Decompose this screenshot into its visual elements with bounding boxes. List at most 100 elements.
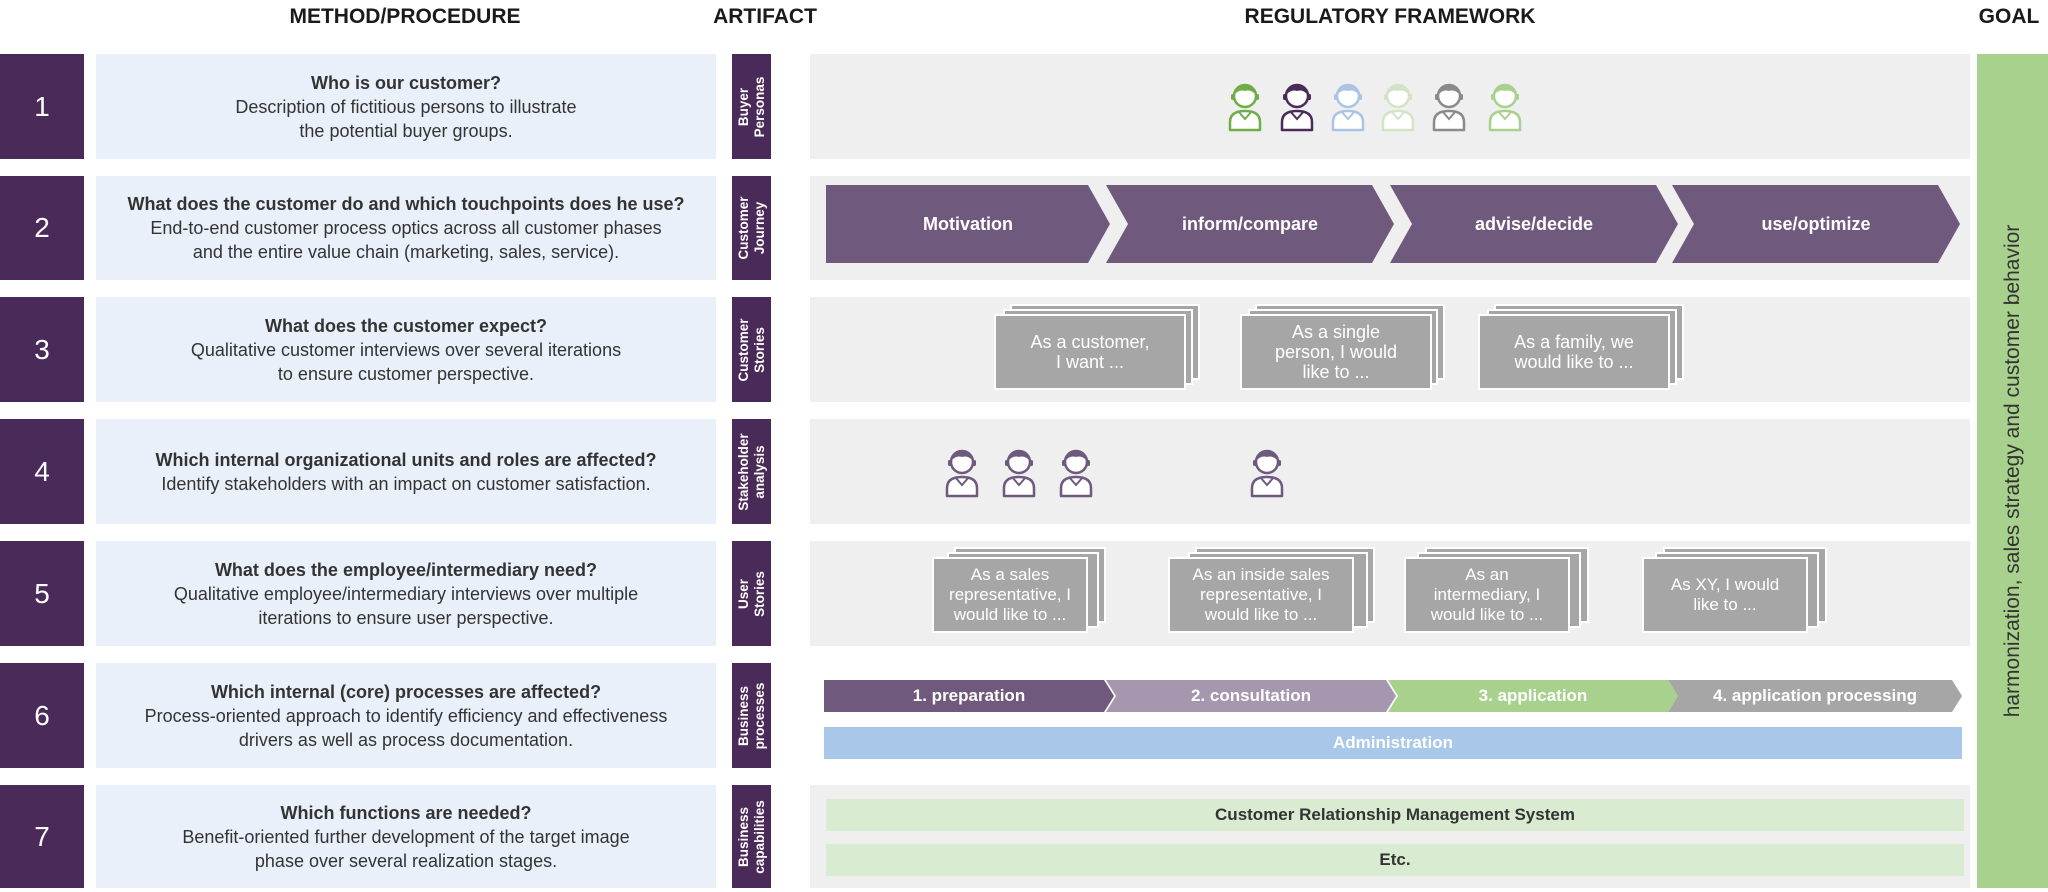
person-icon [1488, 83, 1522, 132]
person-icon [1228, 83, 1262, 132]
method-question: What does the employee/intermediary need… [214, 559, 598, 580]
method-question: Which internal (core) processes are affe… [210, 681, 602, 702]
process-step-consultation: 2. consultation [1106, 680, 1396, 712]
artifact-text: Business processes [735, 682, 767, 749]
persona-icon [1226, 80, 1264, 132]
row-number: 1 [0, 54, 84, 159]
artifact-label: User Stories [732, 541, 771, 646]
journey-phase-motivation: Motivation [826, 185, 1110, 263]
goal-text: harmonization, sales strategy and custom… [2000, 224, 2024, 718]
method-question: Which internal organizational units and … [155, 449, 657, 470]
process-step-preparation: 1. preparation [824, 680, 1114, 712]
framework-panel [810, 54, 1970, 159]
administration-bar: Administration [824, 727, 1962, 759]
process-chevron-shape [824, 680, 1114, 712]
method-question: Which functions are needed? [280, 802, 532, 823]
journey-chevron-shape [1106, 185, 1394, 263]
process-chevron-shape [1106, 680, 1396, 712]
journey-phase-use: use/optimize [1672, 185, 1960, 263]
method-cell: Which functions are needed? Benefit-orie… [96, 785, 716, 888]
framework-panel: As a sales representative, I would like … [810, 541, 1970, 646]
method-description: Description of fictitious persons to ill… [235, 96, 577, 141]
artifact-text: Business capabilities [735, 799, 767, 874]
capability-bar-crm: Customer Relationship Management System [826, 799, 1964, 831]
method-cell: What does the employee/intermediary need… [96, 541, 716, 646]
stakeholder-icon [943, 446, 981, 498]
persona-icon [1379, 80, 1417, 132]
journey-chevron-shape [1672, 185, 1960, 263]
row-number: 2 [0, 176, 84, 280]
framework-panel: 1. preparation 2. consultation 3. applic… [810, 663, 1970, 768]
method-description: Qualitative employee/intermediary interv… [173, 583, 639, 628]
framework-panel: As a customer, I want ... As a single pe… [810, 297, 1970, 402]
user-story-card: As an intermediary, I would like to ... [1404, 557, 1570, 633]
artifact-label: Stakeholder analysis [732, 419, 771, 524]
artifact-text: Customer Stories [735, 317, 767, 382]
process-step-label: 1. preparation [912, 686, 1026, 705]
method-cell: Which internal (core) processes are affe… [96, 663, 716, 768]
persona-icon [1278, 80, 1316, 132]
header-artifact: ARTIFACT [713, 5, 817, 28]
artifact-text: Stakeholder analysis [735, 432, 767, 511]
process-step-label: 3. application [1478, 686, 1588, 705]
user-story-card: As a sales representative, I would like … [932, 557, 1088, 633]
framework-panel: Motivation inform/compare advise/decide … [810, 176, 1970, 280]
method-cell: What does the customer do and which touc… [96, 176, 716, 280]
journey-chevron-shape [826, 185, 1110, 263]
journey-phase-label: advise/decide [1474, 213, 1594, 234]
persona-icon [1430, 80, 1468, 132]
method-description: Process-oriented approach to identify ef… [144, 705, 668, 750]
framework-panel [810, 419, 1970, 524]
journey-chevron-shape [1390, 185, 1678, 263]
person-icon [1331, 83, 1365, 132]
customer-story-card: As a single person, I would like to ... [1240, 314, 1432, 390]
goal-column: harmonization, sales strategy and custom… [1977, 54, 2048, 888]
process-chevron-shape [1388, 680, 1678, 712]
journey-phase-label: Motivation [923, 213, 1013, 234]
method-question: What does the customer expect? [264, 315, 548, 336]
persona-icon [1486, 80, 1524, 132]
journey-phase-inform: inform/compare [1106, 185, 1394, 263]
row-number: 4 [0, 419, 84, 524]
process-step-application-processing: 4. application processing [1668, 680, 1962, 712]
method-description: Identify stakeholders with an impact on … [161, 473, 651, 494]
header-framework: REGULATORY FRAMEWORK [1244, 5, 1536, 28]
artifact-label: Customer Stories [732, 297, 771, 402]
customer-story-card: As a customer, I want ... [994, 314, 1186, 390]
artifact-label: Business processes [732, 663, 771, 768]
person-icon [1059, 449, 1093, 498]
artifact-label: Customer Journey [732, 176, 771, 280]
row-number: 7 [0, 785, 84, 888]
method-question: What does the customer do and which touc… [127, 194, 685, 214]
person-icon [945, 449, 979, 498]
person-icon [1381, 83, 1415, 132]
person-icon [1432, 83, 1466, 132]
person-icon [1002, 449, 1036, 498]
stakeholder-icon [1248, 446, 1286, 498]
row-number: 3 [0, 297, 84, 402]
artifact-label: Buyer Personas [732, 54, 771, 159]
process-chevron-shape [1668, 680, 1962, 712]
method-cell: Which internal organizational units and … [96, 419, 716, 524]
artifact-label: Business capabilities [732, 785, 771, 888]
header-goal: GOAL [1978, 5, 2040, 28]
framework-panel: Customer Relationship Management System … [810, 785, 1970, 888]
user-story-card: As XY, I would like to ... [1642, 557, 1808, 633]
method-description: End-to-end customer process optics acros… [150, 218, 662, 262]
customer-story-card: As a family, we would like to ... [1478, 314, 1670, 390]
stakeholder-icon [1057, 446, 1095, 498]
user-story-card: As an inside sales representative, I wou… [1168, 557, 1354, 633]
process-step-application: 3. application [1388, 680, 1678, 712]
method-cell: Who is our customer? Description of fict… [96, 54, 716, 159]
artifact-text: User Stories [735, 570, 767, 617]
header-method: METHOD/PROCEDURE [289, 5, 521, 28]
artifact-text: Buyer Personas [735, 76, 767, 137]
method-question: Who is our customer? [310, 72, 501, 93]
person-icon [1250, 449, 1284, 498]
method-cell: What does the customer expect? Qualitati… [96, 297, 716, 402]
capability-bar-etc: Etc. [826, 844, 1964, 876]
persona-icon [1329, 80, 1367, 132]
stakeholder-icon [1000, 446, 1038, 498]
process-step-label: 4. application processing [1712, 686, 1918, 705]
method-description: Benefit-oriented further development of … [182, 826, 630, 871]
